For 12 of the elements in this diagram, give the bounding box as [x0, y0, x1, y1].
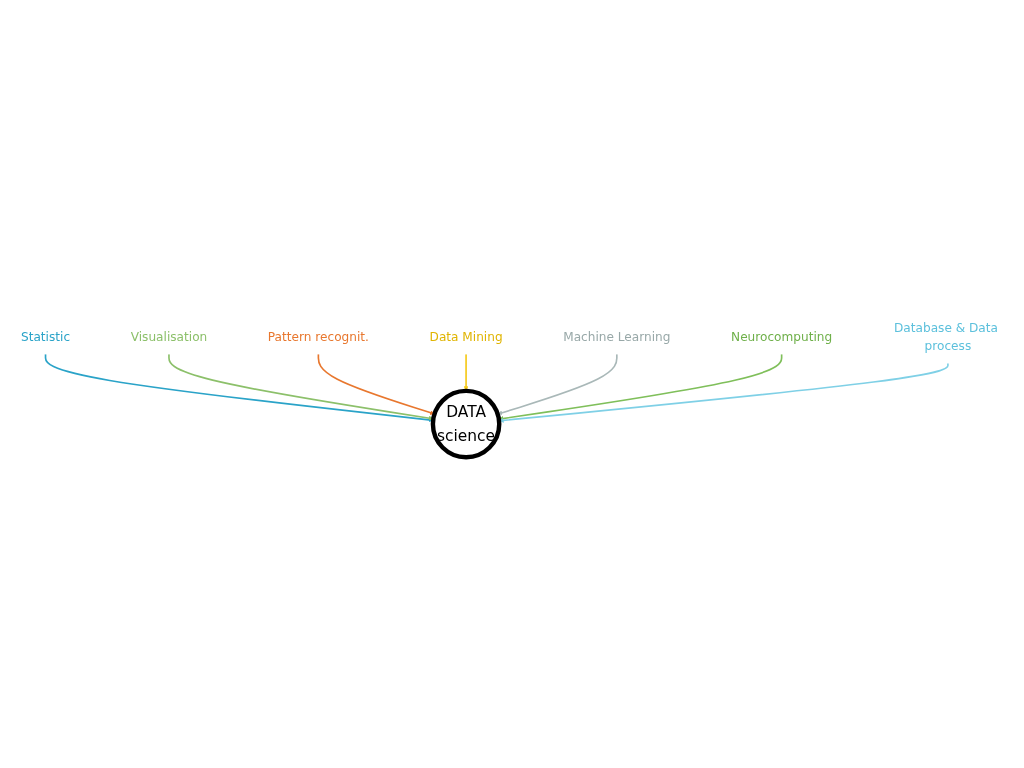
node-text: Data Mining [429, 330, 503, 344]
node-text: Pattern recognit. [267, 330, 369, 344]
arrow [168, 353, 434, 421]
node-text: Database & Data process [894, 321, 998, 354]
node-text: Machine Learning [563, 330, 671, 344]
node-text: Neurocomputing [731, 330, 833, 344]
node-text: Statistic [20, 330, 71, 344]
arrow [44, 353, 434, 423]
arrow [498, 353, 783, 422]
node-circle: DATA science [430, 388, 502, 460]
arrow [317, 353, 435, 416]
node-text: Visualisation [130, 330, 208, 344]
